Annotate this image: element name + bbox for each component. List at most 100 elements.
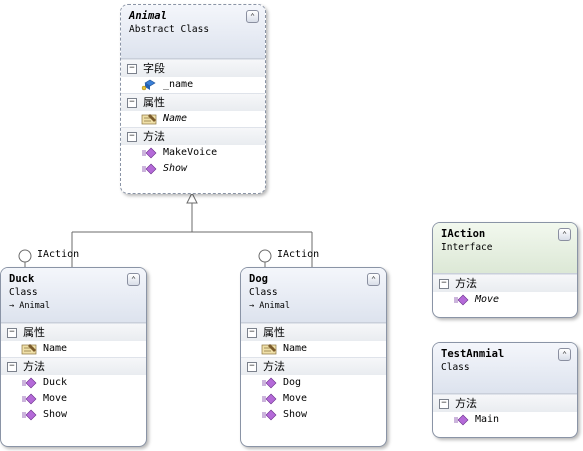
property-icon [21,344,37,355]
dog-class-box[interactable]: Dog Class → Animal ⌃ − 属性 Name − 方法 Dog … [240,267,387,447]
member-name-property[interactable]: Name [121,111,265,127]
collapse-button[interactable]: ⌃ [127,273,140,286]
animal-header: Animal Abstract Class ⌃ [121,5,265,59]
methods-section-header[interactable]: − 方法 [1,357,146,375]
duck-interface-lollipop [18,249,32,263]
properties-section-header[interactable]: − 属性 [241,323,386,341]
section-title: 方法 [143,130,165,143]
collapse-button[interactable]: ⌃ [367,273,380,286]
method-icon [454,294,469,306]
member-name-property[interactable]: Name [1,341,146,357]
section-toggle-icon[interactable]: − [127,64,137,74]
duck-class-box[interactable]: Duck Class → Animal ⌃ − 属性 Name − 方法 Duc… [0,267,147,447]
dog-class-name: Dog [249,273,268,285]
section-toggle-icon[interactable]: − [7,362,17,372]
testanimal-class-box[interactable]: TestAnmial Class ⌃ − 方法 Main [432,342,578,438]
member-label: Move [475,294,500,305]
arrow-icon: → [9,301,15,311]
method-icon [142,147,157,159]
methods-section-header[interactable]: − 方法 [433,394,577,412]
section-toggle-icon[interactable]: − [7,328,17,338]
dog-interface-lollipop [258,249,272,263]
duck-stereotype: Class [9,287,38,298]
arrow-icon: → [249,301,255,311]
member-label: MakeVoice [163,147,218,158]
section-title: 方法 [455,397,477,410]
iaction-interface-box[interactable]: IAction Interface ⌃ − 方法 Move [432,222,578,318]
member-main-method[interactable]: Main [433,412,577,428]
method-icon [262,377,277,389]
method-icon [22,409,37,421]
dog-interface-label: IAction [277,249,320,260]
collapse-button[interactable]: ⌃ [246,10,259,23]
protected-field-icon [141,79,156,91]
member-move-method[interactable]: Move [433,292,577,308]
member-label: Move [283,393,308,404]
iaction-header: IAction Interface ⌃ [433,223,577,274]
animal-class-name: Animal [129,10,167,22]
testanimal-stereotype: Class [441,362,470,373]
property-icon [141,114,157,125]
duck-class-name: Duck [9,273,35,285]
member-label: Name [163,113,188,124]
fields-section-header[interactable]: − 字段 [121,59,265,77]
member-makevoice-method[interactable]: MakeVoice [121,145,265,161]
method-icon [454,414,469,426]
member-move-method[interactable]: Move [241,391,386,407]
testanimal-class-name: TestAnmial [441,348,505,360]
member-show-method[interactable]: Show [241,407,386,423]
section-title: 方法 [455,277,477,290]
member-duck-method[interactable]: Duck [1,375,146,391]
methods-section-header[interactable]: − 方法 [433,274,577,292]
member-dog-method[interactable]: Dog [241,375,386,391]
method-icon [142,163,157,175]
member-label: Dog [283,377,302,388]
member-label: Name [43,343,68,354]
section-title: 字段 [143,62,165,75]
property-icon [261,344,277,355]
section-toggle-icon[interactable]: − [247,362,257,372]
collapse-button[interactable]: ⌃ [558,228,571,241]
duck-interface-label: IAction [37,249,80,260]
member-label: Show [163,163,188,174]
iaction-name: IAction [441,228,486,240]
duck-base-class: → Animal [9,301,50,311]
member-show-method[interactable]: Show [121,161,265,177]
iaction-stereotype: Interface [441,242,493,253]
dog-header: Dog Class → Animal ⌃ [241,268,386,323]
section-title: 方法 [263,360,285,373]
properties-section-header[interactable]: − 属性 [1,323,146,341]
section-title: 属性 [143,96,165,109]
section-title: 属性 [263,326,285,339]
member-name-field[interactable]: _name [121,77,265,93]
member-label: Name [283,343,308,354]
member-move-method[interactable]: Move [1,391,146,407]
section-toggle-icon[interactable]: − [439,279,449,289]
methods-section-header[interactable]: − 方法 [121,127,265,145]
collapse-button[interactable]: ⌃ [558,348,571,361]
dog-base-class: → Animal [249,301,290,311]
methods-section-header[interactable]: − 方法 [241,357,386,375]
testanimal-header: TestAnmial Class ⌃ [433,343,577,394]
inheritance-arrowhead [186,191,198,204]
section-title: 属性 [23,326,45,339]
member-label: Duck [43,377,68,388]
duck-header: Duck Class → Animal ⌃ [1,268,146,323]
member-show-method[interactable]: Show [1,407,146,423]
member-name-property[interactable]: Name [241,341,386,357]
section-toggle-icon[interactable]: − [247,328,257,338]
dog-stereotype: Class [249,287,278,298]
member-label: Show [43,409,68,420]
member-label: _name [163,79,194,90]
method-icon [262,393,277,405]
method-icon [262,409,277,421]
properties-section-header[interactable]: − 属性 [121,93,265,111]
section-toggle-icon[interactable]: − [439,399,449,409]
section-toggle-icon[interactable]: − [127,98,137,108]
method-icon [22,377,37,389]
animal-class-box[interactable]: Animal Abstract Class ⌃ − 字段 _name − 属性 … [120,4,266,194]
member-label: Show [283,409,308,420]
method-icon [22,393,37,405]
section-toggle-icon[interactable]: − [127,132,137,142]
